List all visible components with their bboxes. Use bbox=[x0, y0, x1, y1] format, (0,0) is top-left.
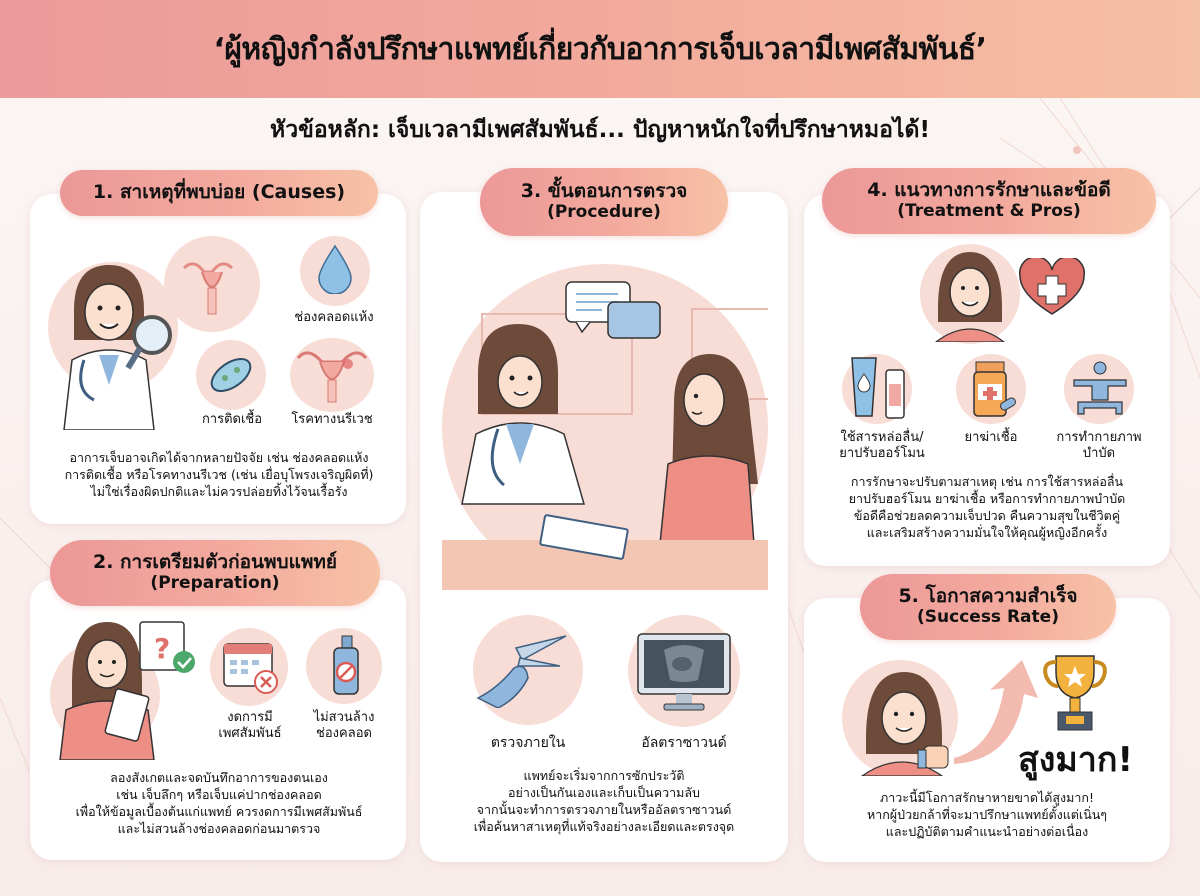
preparation-title-pill: 2. การเตรียมตัวก่อนพบแพทย์ (Preparation) bbox=[50, 540, 380, 606]
uterus-anatomy-icon bbox=[182, 262, 234, 315]
header-banner: ‘ผู้หญิงกำลังปรึกษาแพทย์เกี่ยวกับอาการเจ… bbox=[0, 0, 1200, 98]
treatment-title: 4. แนวทางการรักษาและข้อดี bbox=[867, 179, 1111, 202]
speculum-bg-circle bbox=[473, 615, 583, 725]
treatment-line-2: ยาปรับฮอร์โมน ยาฆ่าเชื้อ หรือการทำกายภาพ… bbox=[848, 490, 1126, 506]
success-title: 5. โอกาสความสำเร็จ bbox=[898, 585, 1078, 608]
preparation-line-2: เช่น เจ็บลึกๆ หรือเจ็บแค่ปากช่องคลอด bbox=[116, 786, 322, 802]
preparation-line-1: ลองสังเกตและจดบันทึกอาการของตนเอง bbox=[110, 770, 328, 785]
calendar-cross-icon bbox=[223, 643, 278, 694]
preparation-title: 2. การเตรียมตัวก่อนพบแพทย์ bbox=[92, 551, 338, 574]
gyn-disease-label: โรคทางนรีเวช bbox=[291, 412, 373, 427]
trophy-icon bbox=[1043, 655, 1107, 731]
woman-notepad-icon bbox=[59, 622, 155, 760]
treatment-line-3: ข้อดีคือช่วยลดความเจ็บปวด คืนความสุขในชี… bbox=[853, 507, 1121, 523]
causes-description: อาการเจ็บอาจเกิดได้จากหลายปัจจัย เช่น ช่… bbox=[34, 450, 404, 501]
success-title-en: (Success Rate) bbox=[917, 607, 1059, 628]
heart-plus-icon bbox=[1018, 258, 1086, 315]
page-subtitle: หัวข้อหลัก: เจ็บเวลามีเพศสัมพันธ์... ปัญ… bbox=[270, 117, 930, 143]
preparation-title-en: (Preparation) bbox=[150, 573, 280, 594]
pelvic-exam-label: ตรวจภายใน bbox=[490, 735, 566, 751]
abstain-label-line-2: เพศสัมพันธ์ bbox=[218, 725, 282, 741]
woman-thumbs-up-icon bbox=[860, 672, 949, 776]
ultrasound-monitor-icon bbox=[637, 633, 731, 711]
no-douche-label-line-2: ช่องคลอด bbox=[316, 725, 372, 741]
upward-arrow-icon bbox=[954, 660, 1038, 764]
speculum-icon bbox=[476, 635, 567, 708]
svg-text:?: ? bbox=[154, 632, 170, 665]
physiotherapy-label-line-1: การทำกายภาพ bbox=[1056, 430, 1142, 445]
causes-line-2: การติดเชื้อ หรือโรคทางนรีเวช (เช่น เยื่อ… bbox=[64, 466, 374, 482]
causes-title-pill: 1. สาเหตุที่พบบ่อย (Causes) bbox=[60, 170, 378, 216]
success-description: ภาวะนี้มีโอกาสรักษาหายขาดได้สูงมาก! หากผ… bbox=[808, 790, 1166, 841]
procedure-line-3: จากนั้นจะทำการตรวจภายในหรืออัลตราซาวนด์ bbox=[476, 801, 732, 817]
success-line-3: และปฏิบัติตามคำแนะนำอย่างต่อเนื่อง bbox=[885, 823, 1089, 839]
preparation-description: ลองสังเกตและจดบันทึกอาการของตนเอง เช่น เ… bbox=[34, 770, 404, 838]
smiling-woman-icon bbox=[935, 252, 1005, 342]
dryness-label: ช่องคลอดแห้ง bbox=[294, 310, 374, 325]
treatment-title-pill: 4. แนวทางการรักษาและข้อดี (Treatment & P… bbox=[822, 168, 1156, 234]
procedure-title: 3. ขั้นตอนการตรวจ bbox=[520, 180, 688, 203]
success-title-pill: 5. โอกาสความสำเร็จ (Success Rate) bbox=[860, 574, 1116, 640]
treatment-title-en: (Treatment & Pros) bbox=[897, 201, 1081, 222]
uterus-disease-icon bbox=[296, 351, 368, 403]
lubricant-label: ใช้สารหล่อลื่น/ ยาปรับฮอร์โมน bbox=[822, 430, 942, 461]
abstain-label: งดการมี เพศสัมพันธ์ bbox=[200, 710, 300, 741]
procedure-line-2: อย่างเป็นกันเองและเก็บเป็นความลับ bbox=[508, 784, 700, 800]
preparation-line-3: เพื่อให้ข้อมูลเบื้องต้นแก่แพทย์ ควรงดการ… bbox=[75, 803, 363, 819]
infection-label: การติดเชื้อ bbox=[201, 412, 263, 427]
success-line-1: ภาวะนี้มีโอกาสรักษาหายขาดได้สูงมาก! bbox=[880, 790, 1094, 805]
antibiotic-label: ยาฆ่าเชื้อ bbox=[964, 430, 1018, 445]
causes-title: 1. สาเหตุที่พบบ่อย (Causes) bbox=[92, 181, 346, 204]
medicine-bottle-icon bbox=[973, 361, 1016, 417]
success-line-2: หากผู้ป่วยกล้าที่จะมาปรึกษาแพทย์ตั้งแต่เ… bbox=[866, 806, 1108, 822]
calendar-question-check-icon: ? bbox=[139, 621, 195, 673]
ultrasound-label: อัลตราซาวนด์ bbox=[641, 735, 727, 751]
preparation-line-4: และไม่สวนล้างช่องคลอดก่อนมาตรวจ bbox=[117, 820, 321, 836]
procedure-line-4: เพื่อค้นหาสาเหตุที่แท้จริงอย่างละเอียดแล… bbox=[473, 818, 735, 834]
doctor-consultation-scene-icon bbox=[442, 281, 768, 590]
abstain-label-line-1: งดการมี bbox=[227, 710, 273, 725]
causes-line-1: อาการเจ็บอาจเกิดได้จากหลายปัจจัย เช่น ช่… bbox=[69, 450, 369, 465]
bacteria-icon bbox=[210, 358, 252, 392]
success-highlight: สูงมาก! bbox=[1018, 740, 1133, 780]
page-title: ‘ผู้หญิงกำลังปรึกษาแพทย์เกี่ยวกับอาการเจ… bbox=[213, 31, 987, 67]
treatment-description: การรักษาจะปรับตามสาเหตุ เช่น การใช้สารหล… bbox=[808, 474, 1166, 542]
no-douche-label: ไม่สวนล้าง ช่องคลอด bbox=[294, 710, 394, 741]
no-douche-label-line-1: ไม่สวนล้าง bbox=[313, 710, 375, 725]
procedure-title-pill: 3. ขั้นตอนการตรวจ (Procedure) bbox=[480, 168, 728, 236]
causes-line-3: ไม่ใช่เรื่องผิดปกติและไม่ควรปล่อยทิ้งไว้… bbox=[90, 483, 348, 499]
lubricant-icon bbox=[851, 357, 905, 419]
physiotherapy-label: การทำกายภาพ บำบัด bbox=[1044, 430, 1154, 461]
doctor-magnifier-icon bbox=[63, 265, 172, 430]
no-spray-icon bbox=[333, 635, 359, 695]
treatment-line-1: การรักษาจะปรับตามสาเหตุ เช่น การใช้สารหล… bbox=[850, 474, 1124, 489]
physiotherapy-label-line-2: บำบัด bbox=[1082, 445, 1116, 461]
treatment-line-4: และเสริมสร้างความมั่นใจให้คุณผู้หญิงอีกค… bbox=[866, 524, 1108, 540]
water-drop-icon bbox=[318, 244, 352, 294]
procedure-description: แพทย์จะเริ่มจากการซักประวัติ อย่างเป็นกั… bbox=[424, 768, 784, 836]
lubricant-label-line-1: ใช้สารหล่อลื่น/ bbox=[840, 430, 924, 445]
physiotherapy-icon bbox=[1073, 361, 1127, 415]
procedure-line-1: แพทย์จะเริ่มจากการซักประวัติ bbox=[523, 768, 685, 783]
lubricant-label-line-2: ยาปรับฮอร์โมน bbox=[839, 445, 925, 461]
procedure-title-en: (Procedure) bbox=[547, 202, 661, 223]
